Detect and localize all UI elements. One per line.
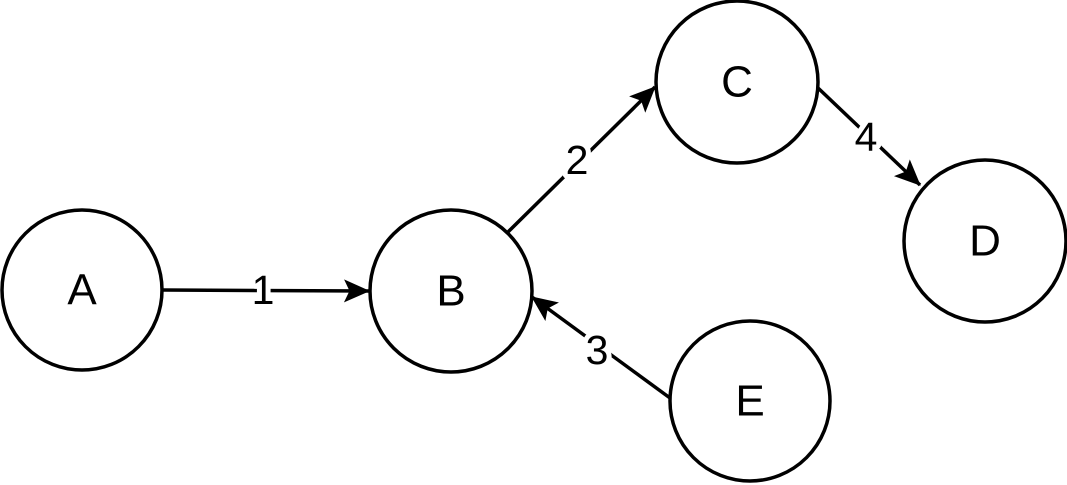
edges-layer: [162, 85, 922, 400]
node-label-D: D: [969, 217, 1001, 266]
edge-E-to-B: [530, 295, 672, 400]
node-label-C: C: [721, 58, 753, 107]
node-circle-D: [902, 158, 1067, 324]
node-label-A: A: [67, 266, 97, 315]
node-circle-C: [654, 0, 820, 165]
edge-label-2: 2: [566, 137, 589, 183]
edge-C-to-D: [815, 85, 922, 187]
node-circle-E: [668, 319, 832, 483]
edge-label-3: 3: [586, 327, 609, 373]
edge-label-1: 1: [252, 267, 275, 313]
node-label-E: E: [735, 377, 764, 426]
node-circle-A: [0, 208, 164, 372]
node-circle-B: [368, 208, 534, 374]
edge-label-4: 4: [855, 114, 878, 160]
edge-labels-layer: 1 2 3 4: [247, 109, 883, 378]
edge-A-to-B: [162, 279, 370, 303]
edge-B-to-C: [506, 85, 657, 234]
node-label-B: B: [436, 267, 465, 316]
